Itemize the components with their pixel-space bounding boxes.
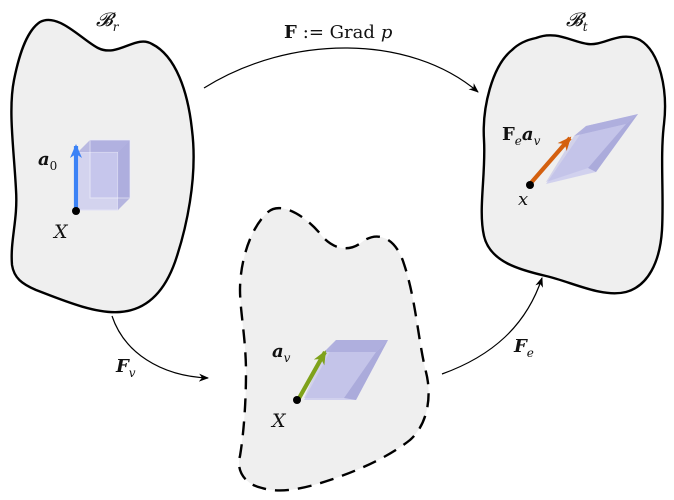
current-point [526, 181, 534, 189]
elastic-map-label: Fe [513, 336, 534, 360]
reference-label: 𝓑r [96, 9, 120, 34]
vector-Feav-label: Feav [502, 124, 541, 148]
total-map-arrow [203, 47, 479, 93]
vector-av-arrow [296, 350, 327, 402]
reference-body: 𝓑r a0 X [10, 9, 195, 314]
current-body: 𝓑t Feav x [480, 9, 667, 295]
intermediate-body: av X [237, 206, 430, 492]
current-label: 𝓑t [566, 9, 588, 34]
current-parallelepiped [546, 114, 638, 184]
reference-point [72, 207, 80, 215]
vector-Feav-arrow [528, 136, 572, 186]
viscous-map-arrow [111, 315, 209, 382]
viscous-map-label: Fv [115, 356, 136, 380]
reference-cube [77, 139, 131, 211]
intermediate-point [293, 396, 301, 404]
vector-a0-label: a0 [38, 149, 57, 173]
current-point-label: x [518, 189, 528, 210]
vector-av-label: av [272, 341, 291, 365]
intermediate-point-label: X [270, 410, 287, 432]
reference-point-label: X [52, 221, 69, 243]
elastic-map-arrow [441, 277, 543, 375]
